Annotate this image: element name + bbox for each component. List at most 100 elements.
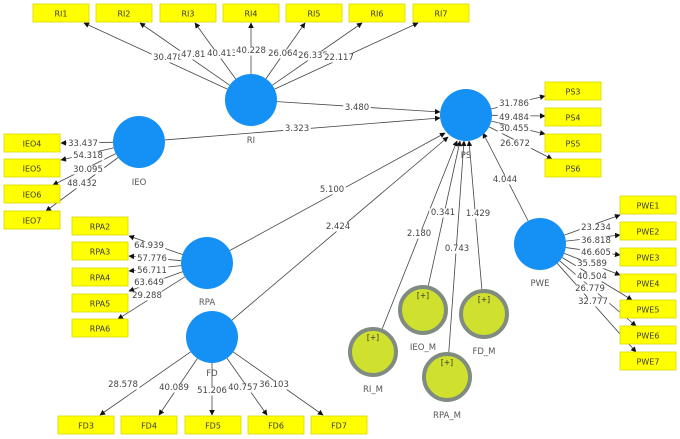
indicator-ps6[interactable]: PS6 bbox=[544, 158, 602, 178]
indicator-box[interactable] bbox=[544, 158, 602, 178]
indicator-box[interactable] bbox=[619, 273, 677, 293]
indicator-ri1[interactable]: RI1 bbox=[32, 3, 90, 23]
moderator-circle[interactable] bbox=[459, 289, 509, 339]
indicator-box[interactable] bbox=[120, 415, 178, 435]
path-rpa-m-to-ps-label-bg bbox=[443, 244, 471, 254]
indicator-ps5[interactable]: PS5 bbox=[544, 133, 602, 153]
indicator-fd4[interactable]: FD4 bbox=[120, 415, 178, 435]
construct-ps[interactable] bbox=[440, 89, 492, 141]
indicator-label: RPA4 bbox=[90, 274, 110, 283]
expand-icon[interactable]: [+] bbox=[441, 358, 453, 367]
indicator-ps3[interactable]: PS3 bbox=[544, 81, 602, 101]
construct-ri-m[interactable]: [+] bbox=[348, 327, 398, 377]
indicator-box[interactable] bbox=[619, 325, 677, 345]
indicator-pwe3[interactable]: PWE3 bbox=[619, 247, 677, 267]
indicator-rpa2[interactable]: RPA2 bbox=[71, 216, 129, 236]
indicator-box[interactable] bbox=[3, 210, 61, 230]
indicator-box[interactable] bbox=[95, 3, 153, 23]
indicator-box[interactable] bbox=[3, 158, 61, 178]
indicator-ieo7[interactable]: IEO7 bbox=[3, 210, 61, 230]
indicator-box[interactable] bbox=[412, 3, 470, 23]
indicator-ieo4[interactable]: IEO4 bbox=[3, 133, 61, 153]
indicator-fd3[interactable]: FD3 bbox=[57, 415, 115, 435]
expand-icon[interactable]: [+] bbox=[417, 291, 429, 300]
indicator-box[interactable] bbox=[71, 318, 129, 338]
indicator-box[interactable] bbox=[285, 3, 343, 23]
indicator-box[interactable] bbox=[544, 133, 602, 153]
indicator-pwe1[interactable]: PWE1 bbox=[619, 195, 677, 215]
indicator-ieo5[interactable]: IEO5 bbox=[3, 158, 61, 178]
loading-pwe7-label-bg bbox=[576, 297, 610, 307]
indicator-box[interactable] bbox=[222, 3, 280, 23]
indicator-box[interactable] bbox=[619, 195, 677, 215]
indicator-ieo6[interactable]: IEO6 bbox=[3, 184, 61, 204]
construct-ri[interactable] bbox=[225, 74, 277, 126]
indicator-rpa3[interactable]: RPA3 bbox=[71, 241, 129, 261]
indicator-ri5[interactable]: RI5 bbox=[285, 3, 343, 23]
moderator-circle[interactable] bbox=[348, 327, 398, 377]
construct-circle[interactable] bbox=[225, 74, 277, 126]
indicator-label: PWE4 bbox=[637, 280, 660, 289]
indicator-box[interactable] bbox=[619, 351, 677, 371]
indicator-box[interactable] bbox=[619, 247, 677, 267]
indicator-pwe4[interactable]: PWE4 bbox=[619, 273, 677, 293]
loading-ri3-value: 40.413 bbox=[207, 49, 237, 59]
construct-ieo[interactable] bbox=[113, 116, 165, 168]
construct-circle[interactable] bbox=[440, 89, 492, 141]
indicator-fd7[interactable]: FD7 bbox=[310, 415, 368, 435]
indicator-box[interactable] bbox=[32, 3, 90, 23]
indicator-box[interactable] bbox=[348, 3, 406, 23]
indicator-box[interactable] bbox=[57, 415, 115, 435]
construct-fd-m[interactable]: [+] bbox=[459, 289, 509, 339]
indicator-pwe7[interactable]: PWE7 bbox=[619, 351, 677, 371]
construct-pwe[interactable] bbox=[514, 218, 566, 270]
construct-circle[interactable] bbox=[181, 237, 233, 289]
indicator-ps4[interactable]: PS4 bbox=[544, 107, 602, 127]
indicator-box[interactable] bbox=[71, 216, 129, 236]
moderator-circle[interactable] bbox=[398, 285, 448, 335]
indicator-ri3[interactable]: RI3 bbox=[159, 3, 217, 23]
indicator-ri4[interactable]: RI4 bbox=[222, 3, 280, 23]
indicator-rpa4[interactable]: RPA4 bbox=[71, 267, 129, 287]
indicator-fd6[interactable]: FD6 bbox=[247, 415, 305, 435]
indicator-rpa6[interactable]: RPA6 bbox=[71, 318, 129, 338]
construct-rpa[interactable] bbox=[181, 237, 233, 289]
construct-fd[interactable] bbox=[186, 311, 238, 363]
indicator-box[interactable] bbox=[71, 241, 129, 261]
indicator-box[interactable] bbox=[544, 81, 602, 101]
loading-ps4-value: 49.484 bbox=[499, 113, 529, 123]
loading-ps6-value: 26.672 bbox=[500, 139, 530, 149]
expand-icon[interactable]: [+] bbox=[367, 333, 379, 342]
construct-circle[interactable] bbox=[514, 218, 566, 270]
indicator-label: PWE3 bbox=[637, 254, 660, 263]
indicator-box[interactable] bbox=[71, 293, 129, 313]
construct-circle[interactable] bbox=[186, 311, 238, 363]
construct-rpa-m[interactable]: [+] bbox=[422, 352, 472, 402]
indicator-box[interactable] bbox=[247, 415, 305, 435]
loading-rpa3-label-bg bbox=[135, 254, 169, 264]
indicator-ri2[interactable]: RI2 bbox=[95, 3, 153, 23]
indicator-box[interactable] bbox=[184, 415, 242, 435]
indicator-box[interactable] bbox=[544, 107, 602, 127]
expand-icon[interactable]: [+] bbox=[478, 295, 490, 304]
indicator-box[interactable] bbox=[71, 267, 129, 287]
loading-rpa2-label-bg bbox=[132, 241, 166, 251]
construct-ieo-m[interactable]: [+] bbox=[398, 285, 448, 335]
indicator-pwe2[interactable]: PWE2 bbox=[619, 221, 677, 241]
indicator-box[interactable] bbox=[619, 299, 677, 319]
indicator-box[interactable] bbox=[3, 133, 61, 153]
indicator-ri6[interactable]: RI6 bbox=[348, 3, 406, 23]
indicator-box[interactable] bbox=[159, 3, 217, 23]
indicator-box[interactable] bbox=[3, 184, 61, 204]
construct-circle[interactable] bbox=[113, 116, 165, 168]
moderator-circle[interactable] bbox=[422, 352, 472, 402]
indicator-rpa5[interactable]: RPA5 bbox=[71, 293, 129, 313]
indicator-pwe6[interactable]: PWE6 bbox=[619, 325, 677, 345]
path-fd-to-ps-label-bg bbox=[324, 222, 352, 232]
loading-ieo4-label-bg bbox=[66, 139, 100, 149]
indicator-pwe5[interactable]: PWE5 bbox=[619, 299, 677, 319]
indicator-ri7[interactable]: RI7 bbox=[412, 3, 470, 23]
indicator-fd5[interactable]: FD5 bbox=[184, 415, 242, 435]
indicator-box[interactable] bbox=[310, 415, 368, 435]
indicator-box[interactable] bbox=[619, 221, 677, 241]
